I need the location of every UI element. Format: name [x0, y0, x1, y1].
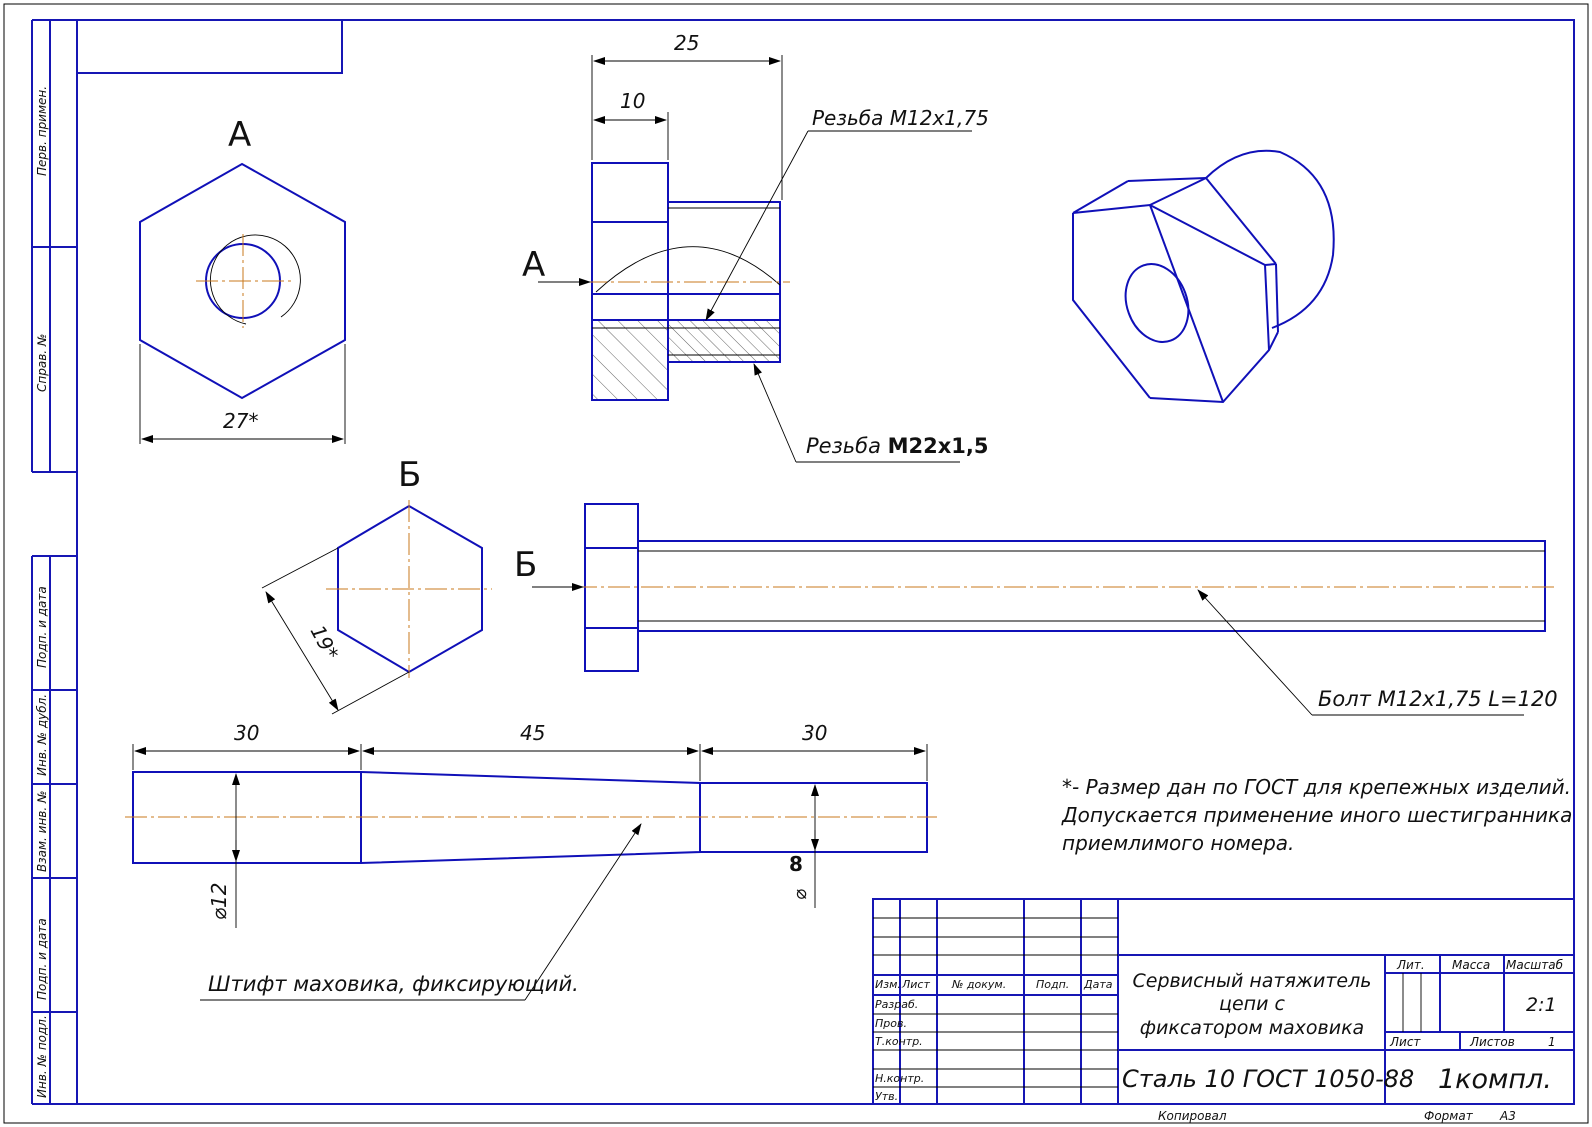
tb-col-izm: Изм. [875, 978, 901, 991]
side-label-perv-primen: Перв. примен. [35, 86, 49, 176]
tb-listov-value: 1 [1548, 1035, 1556, 1049]
tb-list: Лист [1389, 1035, 1421, 1049]
tb-quantity: 1компл. [1438, 1064, 1552, 1095]
side-label-podp-data-2: Подп. и дата [35, 918, 49, 1000]
nut-thread-outer-bold: М22х1,5 [888, 434, 989, 458]
bolt-name-label: Болт М12х1,75 L=120 [1318, 687, 1558, 711]
pin-right-diameter-value: 8 [789, 852, 803, 876]
note-line-3: приемлимого номера. [1062, 831, 1294, 855]
tb-title-line-2: цепи с [1219, 993, 1285, 1015]
side-label-inv-podl: Инв. № подл. [35, 1015, 49, 1098]
tb-title-line-3: фиксатором маховика [1140, 1017, 1364, 1039]
nut-view-label: А [228, 115, 251, 155]
note-line-1: *- Размер дан по ГОСТ для крепежных изде… [1062, 775, 1571, 799]
tb-row-prov: Пров. [875, 1017, 907, 1030]
note-line-2: Допускается применение иного шестигранни… [1061, 803, 1572, 827]
nut-thread-arc [209, 234, 301, 325]
inner-frame [76, 19, 1575, 1105]
tb-col-list: Лист [901, 978, 930, 991]
side-label-sprav-no: Справ. № [35, 334, 49, 392]
nut-section-arrow-label: А [522, 245, 545, 285]
outer-frame [3, 3, 1589, 1124]
bolt-side-view: Б Болт М12х1,75 L=120 [514, 503, 1558, 716]
pin-right-diameter-symbol: ⌀ [790, 889, 811, 900]
side-label-vzam-inv: Взам. инв. № [35, 791, 49, 872]
tb-row-tkontr: Т.контр. [875, 1035, 923, 1048]
note-block: *- Размер дан по ГОСТ для крепежных изде… [1061, 775, 1572, 855]
bolt-view-arrow-label: Б [514, 545, 537, 585]
tb-material: Сталь 10 ГОСТ 1050-88 [1122, 1065, 1414, 1093]
nut-length-dim: 25 [674, 31, 699, 55]
side-label-podp-data-1: Подп. и дата [35, 586, 49, 668]
side-label-inv-dubl: Инв. № дубл. [35, 694, 49, 776]
tb-col-podp: Подп. [1036, 978, 1069, 991]
nut-thread-outer-prefix: Резьба [806, 434, 888, 458]
nut-front-view: А 27* [139, 115, 346, 444]
pin-left-length-dim: 30 [234, 721, 259, 745]
nut-isometric-view [1072, 149, 1335, 404]
top-left-box [77, 20, 343, 74]
tb-row-utv: Утв. [875, 1090, 898, 1103]
pin-left-diameter-dim: ⌀12 [207, 883, 231, 921]
tb-scale-value: 2:1 [1526, 994, 1557, 1016]
tb-masshtab: Масштаб [1506, 958, 1564, 972]
tb-listov: Листов [1469, 1035, 1515, 1049]
bolt-end-view: Б 19* [261, 455, 492, 715]
tb-massa: Масса [1452, 958, 1490, 972]
nut-thread-inner-label: Резьба М12х1,75 [812, 106, 989, 130]
tb-lit: Лит. [1396, 958, 1425, 972]
pin-mid-length-dim: 45 [520, 721, 545, 745]
nut-head-dim: 10 [620, 89, 645, 113]
pin-right-length-dim: 30 [802, 721, 827, 745]
tb-col-doc: № докум. [951, 978, 1006, 991]
nut-shank-outline [668, 201, 781, 363]
nut-width-dim: 27* [223, 409, 258, 433]
side-strips: Перв. примен. Справ. № Подп. и дата Инв.… [31, 19, 77, 1105]
nut-hexagon [139, 162, 346, 400]
tb-kopiroval: Копировал [1158, 1109, 1227, 1123]
tb-row-razrab: Разраб. [875, 998, 918, 1011]
pin-view: 30 45 30 ⌀12 8 ⌀ Штифт маховика, фиксиру… [125, 721, 937, 1001]
nut-section-view: А 25 10 Резьба М12х1,75 Резьба М22х1,5 [522, 31, 989, 463]
tb-col-date: Дата [1083, 978, 1113, 991]
tb-format-value: А3 [1499, 1109, 1516, 1123]
nut-isometric-bore [1124, 263, 1190, 343]
bolt-view-label: Б [398, 455, 421, 495]
tb-title-line-1: Сервисный натяжитель [1133, 970, 1372, 992]
bolt-shank [638, 540, 1546, 632]
nut-thread-outer-label: Резьба М22х1,5 [806, 434, 989, 458]
title-block: Изм. Лист № докум. Подп. Дата Разраб. Пр… [872, 898, 1574, 1123]
tb-format: Формат [1424, 1109, 1474, 1123]
tb-row-nkontr: Н.контр. [875, 1072, 924, 1085]
pin-name-label: Штифт маховика, фиксирующий. [208, 972, 579, 996]
